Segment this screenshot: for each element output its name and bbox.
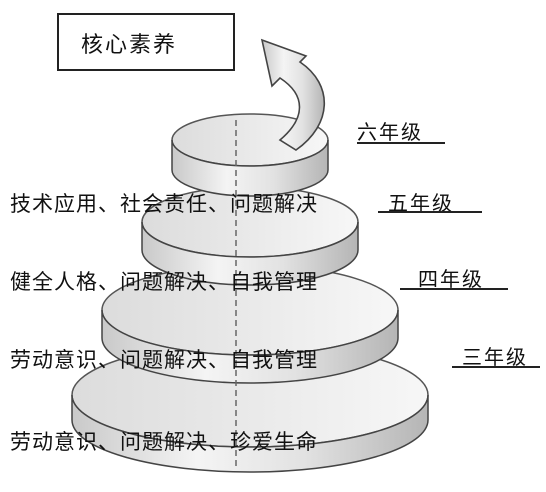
grade-underline-4 (400, 288, 508, 290)
competency-grade-3: 劳动意识、问题解决、自我管理 (10, 348, 318, 372)
competency-grade-4: 健全人格、问题解决、自我管理 (10, 270, 318, 294)
competency-grade-5: 技术应用、社会责任、问题解决 (10, 192, 318, 216)
grade-underline-3 (452, 366, 540, 368)
grade-underline-6 (357, 142, 445, 144)
competency-base: 劳动意识、问题解决、珍爱生命 (10, 430, 318, 454)
spiral-arrow (260, 38, 326, 151)
grade-label-3: 三年级 (462, 345, 528, 369)
core-competency-box: 核心素养 (57, 13, 235, 71)
grade-label-6: 六年级 (357, 120, 423, 144)
core-competency-title: 核心素养 (81, 33, 178, 58)
tier-4-band (101, 264, 399, 384)
tier-5-band (141, 186, 359, 286)
grade-underline-5 (378, 211, 482, 213)
grade-label-4: 四年级 (418, 267, 484, 291)
tier-6-band (171, 113, 329, 197)
